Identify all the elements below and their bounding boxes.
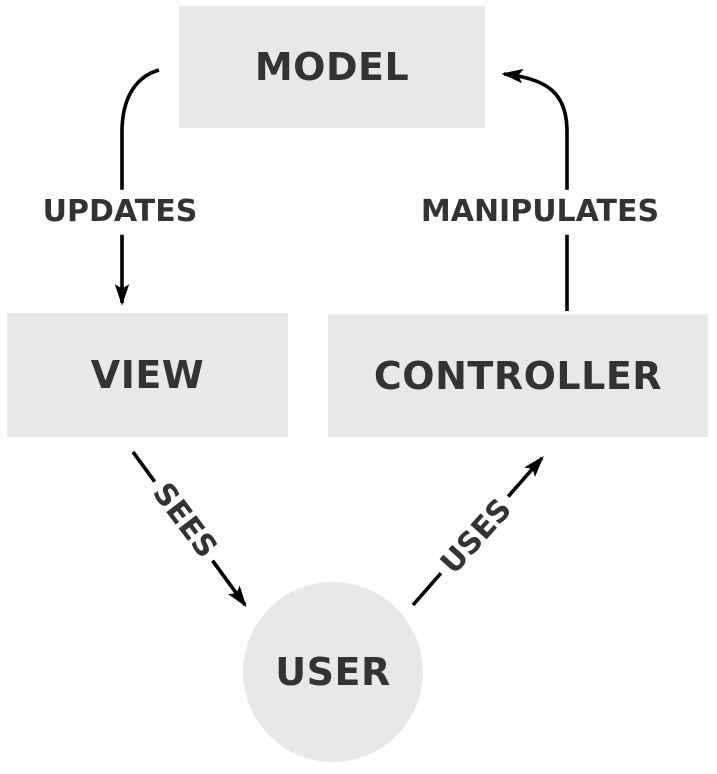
node-view-label: VIEW [90,353,205,397]
node-controller: CONTROLLER [328,314,708,437]
node-view: VIEW [7,313,288,437]
arrow-manipulates [501,68,569,311]
node-model: MODEL [179,6,485,128]
node-model-label: MODEL [254,45,410,89]
node-user-label: USER [275,650,391,694]
edge-label-manipulates: MANIPULATES [413,189,667,235]
node-controller-label: CONTROLLER [373,353,663,398]
arrow-updates [114,68,160,306]
edge-label-updates: UPDATES [35,189,205,235]
node-user: USER [243,582,423,762]
